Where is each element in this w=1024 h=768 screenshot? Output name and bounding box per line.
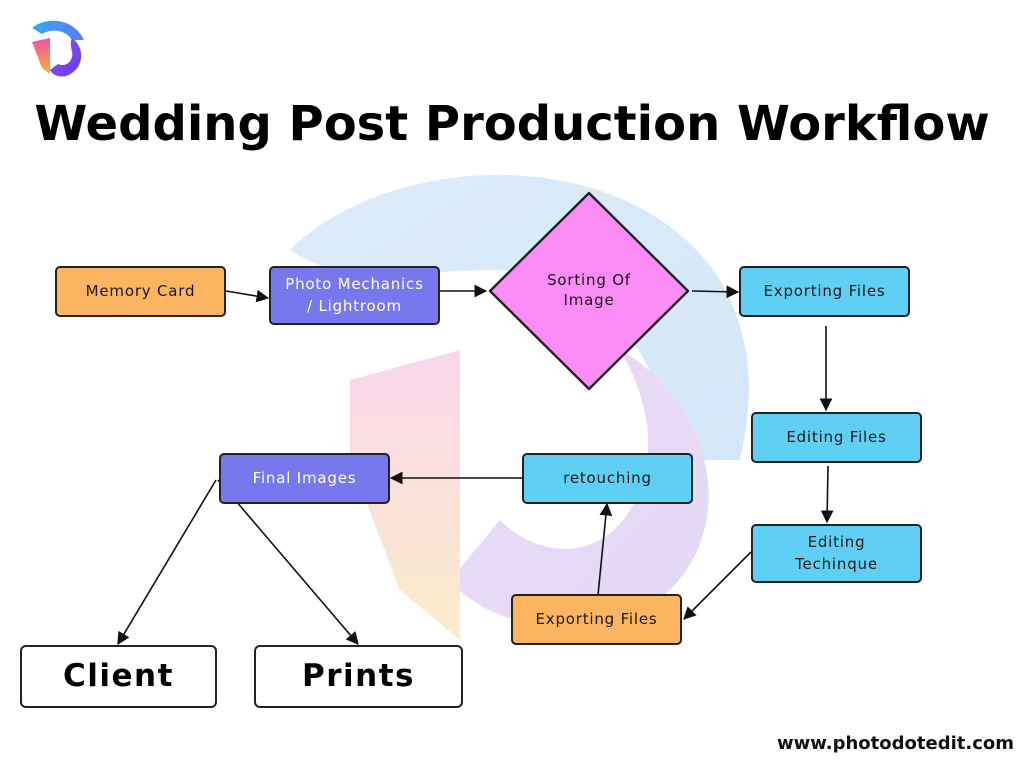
node-exporting-files-top: Exporting Files — [739, 266, 910, 317]
node-editing-files-label: Editing Files — [786, 427, 887, 446]
node-editing-files: Editing Files — [751, 412, 922, 463]
arrow-final-to-client — [117, 479, 217, 646]
node-retouching-label: retouching — [563, 468, 652, 487]
node-client-label: Client — [63, 658, 174, 695]
node-sorting-of-image-label: Sorting Of Image — [486, 270, 692, 311]
node-client: Client — [20, 645, 217, 708]
node-editing-technique-label-line1: Editing — [807, 532, 866, 551]
footer-website-url: www.photodotedit.com — [777, 733, 1014, 754]
node-sorting-label-line1: Sorting Of — [547, 271, 631, 289]
node-exporting-files-bottom: Exporting Files — [511, 594, 682, 645]
node-prints-label: Prints — [302, 658, 415, 695]
node-prints: Prints — [254, 645, 463, 708]
arrow-final-to-prints — [217, 479, 359, 645]
node-exporting-files-bottom-label: Exporting Files — [535, 609, 658, 628]
node-sorting-label-line2: Image — [563, 291, 615, 310]
node-photo-mechanics-lightroom: Photo Mechanics / Lightroom — [269, 266, 440, 325]
node-editing-technique: Editing Techinque — [751, 524, 922, 583]
node-final-images: Final Images — [219, 453, 390, 504]
brand-logo — [32, 20, 84, 77]
node-exporting-files-top-label: Exporting Files — [763, 281, 886, 300]
node-final-images-label: Final Images — [252, 468, 357, 487]
node-photo-mechanics-label-line2: / Lightroom — [307, 296, 402, 315]
node-photo-mechanics-label-line1: Photo Mechanics — [285, 274, 424, 293]
node-sorting-of-image-diamond — [488, 191, 690, 391]
node-memory-card: Memory Card — [55, 266, 226, 317]
arrow-sorting-to-exporting — [691, 285, 740, 299]
diagram-title: Wedding Post Production Workflow — [34, 96, 990, 152]
arrow-technique-to-exporting — [683, 551, 752, 620]
node-memory-card-label: Memory Card — [85, 281, 196, 300]
arrow-memory-to-photo — [225, 289, 270, 303]
node-editing-technique-label-line2: Techinque — [795, 554, 878, 573]
arrow-editing-to-technique — [820, 465, 834, 524]
node-retouching: retouching — [522, 453, 693, 504]
arrow-exporting-to-retouching — [597, 502, 613, 596]
